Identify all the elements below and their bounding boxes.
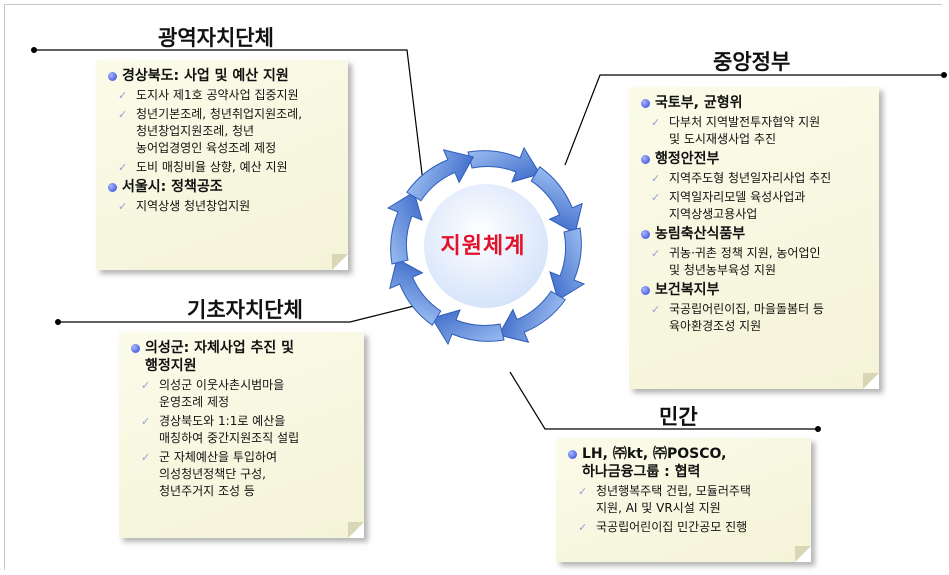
group-header: 행정안전부 <box>639 150 869 168</box>
title-central: 중앙정부 <box>713 50 791 74</box>
list-item: ✓지역일자리모델 육성사업과 지역상생고용사업 <box>651 190 806 221</box>
check-icon: ✓ <box>651 172 661 185</box>
card-central: 국토부, 균형위 ✓다부처 지역발전투자협약 지원 및 도시재생사업 추진 행정… <box>629 87 879 389</box>
title-regional: 광역자치단체 <box>158 26 274 50</box>
list-item: ✓군 자체예산을 투입하여 의성청년정책단 구성, 청년주거지 조성 등 <box>141 450 278 498</box>
group-header: LH, ㈜kt, ㈜POSCO, 하나금융그룹 : 협력 <box>566 445 801 481</box>
group-header: 의성군: 자체사업 추진 및 행정지원 <box>129 339 354 375</box>
check-icon: ✓ <box>578 521 588 534</box>
list-item: ✓청년행복주택 건립, 모듈러주택 지원, AI 및 VR시설 지원 <box>578 484 751 515</box>
card-regional: 경상북도: 사업 및 예산 지원 ✓도지사 제1호 공약사업 집중지원 ✓청년기… <box>96 60 348 270</box>
cycle-hub-icon <box>378 138 594 354</box>
list-item: ✓도지사 제1호 공약사업 집중지원 <box>118 88 299 102</box>
check-icon: ✓ <box>651 247 661 260</box>
group-header: 농림축산식품부 <box>639 225 869 243</box>
group-header: 보건복지부 <box>639 281 869 299</box>
list-item: ✓의성군 이웃사촌시범마을 운영조례 제정 <box>141 378 285 409</box>
check-icon: ✓ <box>651 303 661 316</box>
group-header: 국토부, 균형위 <box>639 94 869 112</box>
card-basic: 의성군: 자체사업 추진 및 행정지원 ✓의성군 이웃사촌시범마을 운영조례 제… <box>119 332 364 538</box>
title-basic: 기초자치단체 <box>187 298 303 322</box>
list-item: ✓지역주도형 청년일자리사업 추진 <box>651 171 832 185</box>
line-regional <box>34 49 424 183</box>
center-label: 지원체계 <box>440 234 526 259</box>
list-item: ✓지역상생 청년창업지원 <box>118 199 251 213</box>
dot-basic <box>55 319 61 325</box>
line-central <box>564 74 944 166</box>
check-icon: ✓ <box>578 485 588 498</box>
check-icon: ✓ <box>141 451 151 464</box>
title-private: 민간 <box>659 405 698 429</box>
list-item: ✓청년기본조례, 청년취업지원조례, 청년창업지원조례, 청년 농어업경영인 육… <box>118 107 303 155</box>
check-icon: ✓ <box>118 200 128 213</box>
list-item: ✓국공립어린이집 민간공모 진행 <box>578 520 748 534</box>
check-icon: ✓ <box>118 161 128 174</box>
line-basic <box>58 301 431 323</box>
check-icon: ✓ <box>651 116 661 129</box>
list-item: ✓다부처 지역발전투자협약 지원 및 도시재생사업 추진 <box>651 115 821 146</box>
list-item: ✓도비 매칭비율 상향, 예산 지원 <box>118 160 288 174</box>
dot-regional <box>31 47 37 53</box>
check-icon: ✓ <box>141 415 151 428</box>
group-header: 경상북도: 사업 및 예산 지원 <box>106 67 338 85</box>
dot-private <box>815 426 821 432</box>
card-private: LH, ㈜kt, ㈜POSCO, 하나금융그룹 : 협력 ✓청년행복주택 건립,… <box>556 438 811 562</box>
group-header: 서울시: 정책공조 <box>106 178 338 196</box>
line-private <box>509 371 818 430</box>
check-icon: ✓ <box>118 108 128 121</box>
check-icon: ✓ <box>118 89 128 102</box>
list-item: ✓귀농·귀촌 정책 지원, 농어업인 및 청년농부육성 지원 <box>651 246 821 277</box>
check-icon: ✓ <box>141 379 151 392</box>
list-item: ✓경상북도와 1:1로 예산을 매칭하여 중간지원조직 설립 <box>141 414 300 445</box>
dot-central <box>941 72 947 78</box>
list-item: ✓국공립어린이집, 마을돌봄터 등 육아환경조성 지원 <box>651 302 824 333</box>
check-icon: ✓ <box>651 191 661 204</box>
diagram-frame <box>4 4 942 570</box>
